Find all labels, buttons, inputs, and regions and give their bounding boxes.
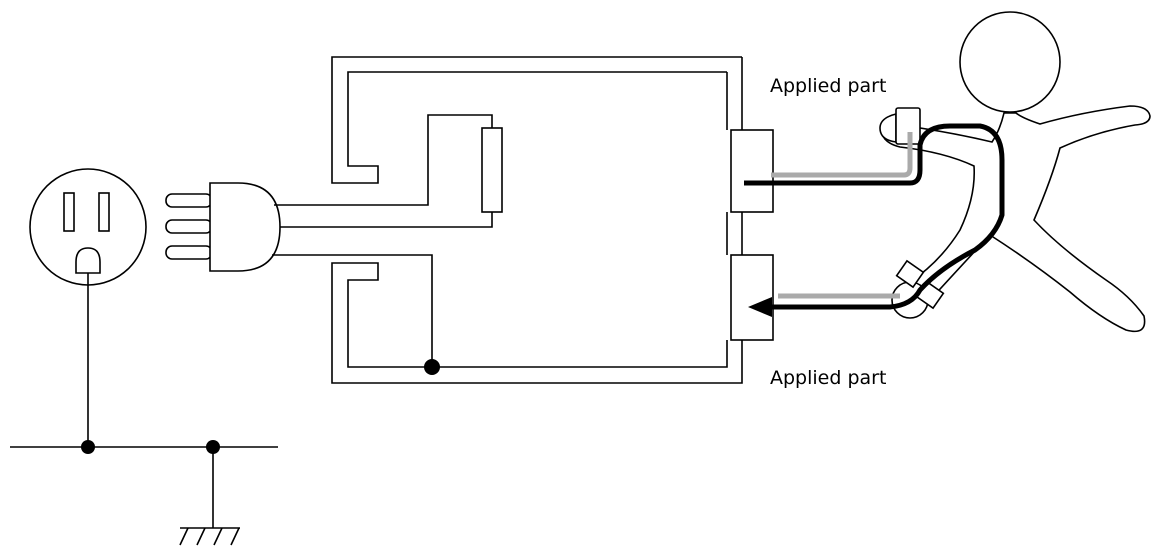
earth-ground-icon: [179, 527, 240, 546]
current-path-dark: [744, 123, 1005, 310]
patient-figure-icon: [881, 11, 1151, 333]
device-enclosure: [331, 56, 743, 384]
resistor-component: [481, 127, 503, 213]
ground-junction-dot: [206, 440, 220, 454]
three-prong-plug-icon: [165, 182, 281, 272]
chassis-junction-dot: [424, 359, 440, 375]
current-arrow-head: [748, 297, 772, 317]
applied-part-label-bottom: Applied part: [770, 367, 886, 389]
wall-outlet-icon: [29, 168, 147, 286]
current-path-light: [771, 132, 913, 299]
ground-junction-dot: [81, 440, 95, 454]
ground-wiring: [10, 273, 278, 528]
electrode-top: [879, 107, 921, 145]
applied-part-block-top: [730, 129, 774, 213]
internal-wiring: [272, 114, 493, 367]
applied-part-label-top: Applied part: [770, 75, 886, 97]
applied-part-block-bottom: [730, 254, 774, 341]
